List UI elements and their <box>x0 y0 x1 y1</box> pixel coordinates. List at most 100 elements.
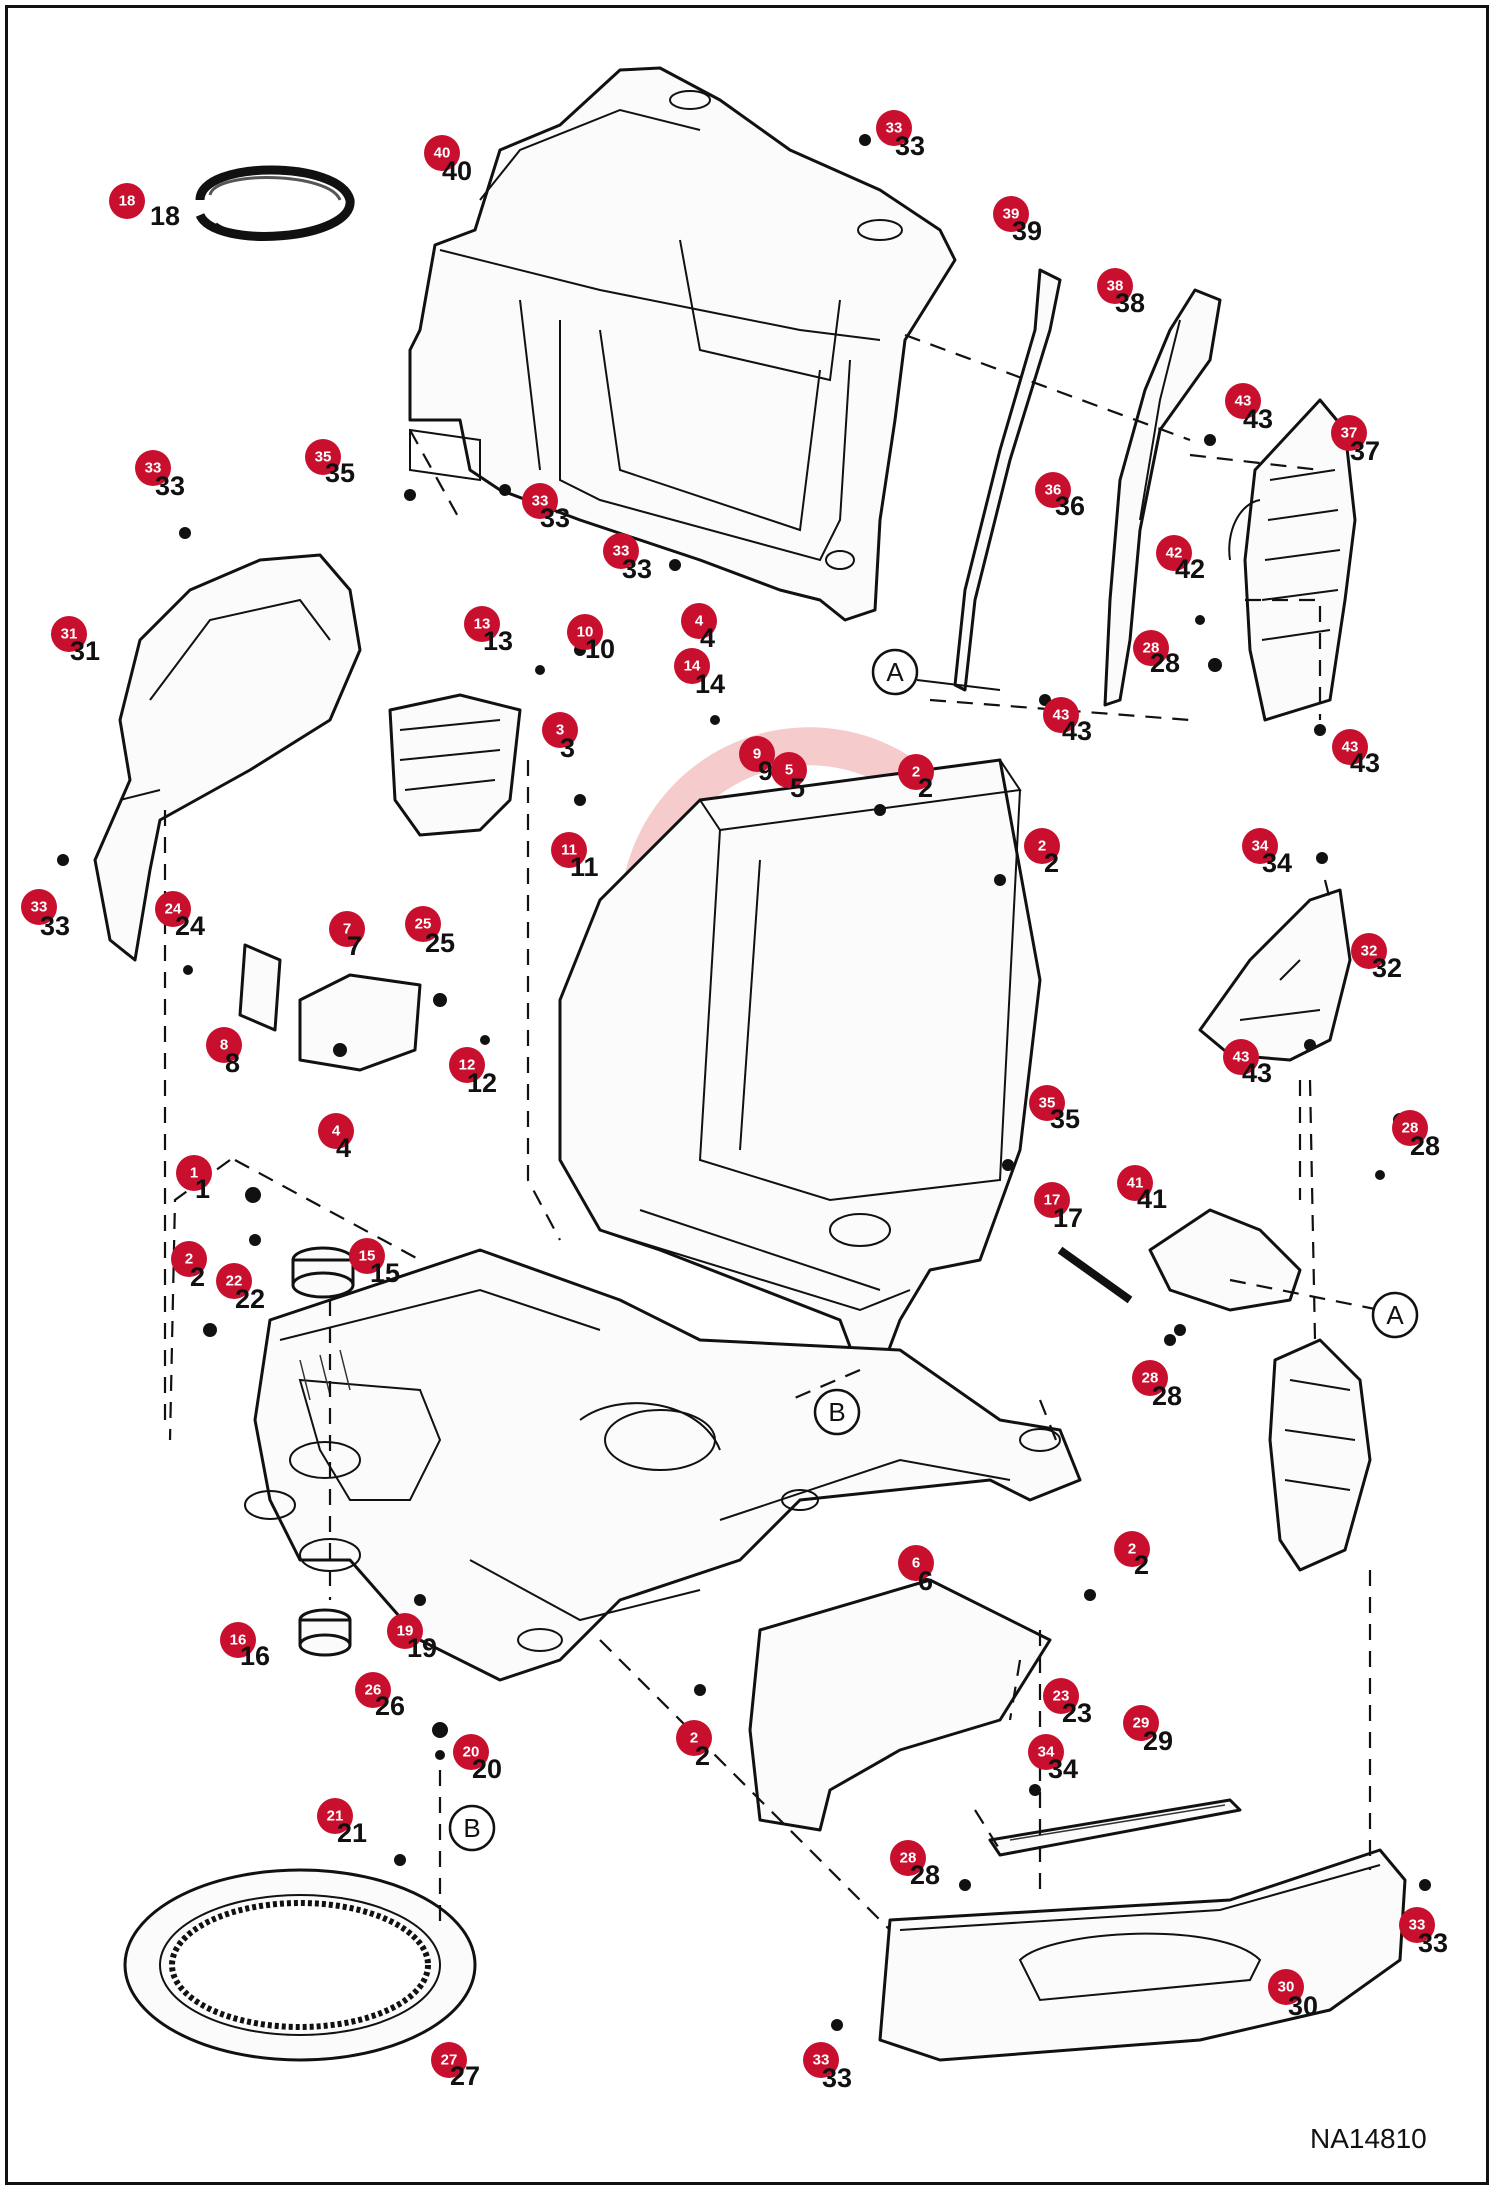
callout-number-43: 43 <box>1242 1058 1272 1088</box>
callout-number-4: 4 <box>336 1133 351 1163</box>
callout-number-18: 18 <box>150 201 180 231</box>
callout-badge-40: 40 <box>424 135 460 171</box>
callout-number-33: 33 <box>40 911 70 941</box>
callout-badge-label: 32 <box>1361 943 1378 960</box>
callout-badge-27: 27 <box>431 2042 467 2078</box>
callout-badge-label: 35 <box>315 449 332 466</box>
callout-number-28: 28 <box>1152 1381 1182 1411</box>
callout-badge-circle <box>424 135 460 171</box>
callout-number-10: 10 <box>585 634 615 664</box>
callout-badge-33: 33 <box>603 533 639 569</box>
callout-badge-22: 22 <box>216 1263 252 1299</box>
callout-badge-circle <box>1332 729 1368 765</box>
callout-badge-35: 35 <box>1029 1085 1065 1121</box>
callout-number-43: 43 <box>1243 404 1273 434</box>
part-32-right-fender <box>1198 888 1352 1062</box>
part-29-step-plate <box>988 1798 1242 1857</box>
callout-badge-circle <box>1029 1085 1065 1121</box>
callout-badge-label: 27 <box>441 2052 458 2069</box>
callout-badge-circle <box>431 2042 467 2078</box>
ref-a-upper-line <box>916 679 1001 691</box>
callout-badge-circle <box>898 754 934 790</box>
callout-number-40: 40 <box>442 156 472 186</box>
callout-badge-circle <box>1242 828 1278 864</box>
part-41-bracket <box>1148 1208 1302 1312</box>
callout-badge-16: 16 <box>220 1622 256 1658</box>
callout-badge-14: 14 <box>674 648 710 684</box>
callout-badge-circle <box>681 603 717 639</box>
callout-number-19: 19 <box>407 1633 437 1663</box>
callout-number-12: 12 <box>467 1068 497 1098</box>
callout-badge-circle <box>1351 933 1387 969</box>
callout-badge-15: 15 <box>349 1238 385 1274</box>
callout-badge-circle <box>674 648 710 684</box>
callout-badge-label: 37 <box>1341 425 1358 442</box>
callout-number-23: 23 <box>1062 1698 1092 1728</box>
callout-badge-circle <box>542 712 578 748</box>
callout-number-28: 28 <box>1150 648 1180 678</box>
callout-number-21: 21 <box>337 1818 367 1848</box>
svg-text:B: B <box>463 1813 480 1843</box>
callout-badge-9: 9 <box>739 736 775 772</box>
callout-badge-43: 43 <box>1223 1039 1259 1075</box>
callout-badge-circle <box>876 110 912 146</box>
callout-number-22: 22 <box>235 1284 265 1314</box>
callout-badge-label: 28 <box>1402 1120 1419 1137</box>
callout-number-6: 6 <box>918 1566 933 1596</box>
callout-badge-29: 29 <box>1123 1705 1159 1741</box>
callout-badge-label: 33 <box>145 460 162 477</box>
callout-number-33: 33 <box>155 471 185 501</box>
callout-badge-circle <box>317 1798 353 1834</box>
callout-number-8: 8 <box>225 1048 240 1078</box>
callout-badge-label: 2 <box>1128 1541 1136 1558</box>
callout-badge-label: 41 <box>1127 1175 1144 1192</box>
callout-badge-2: 2 <box>171 1241 207 1277</box>
callout-badge-label: 28 <box>1142 1370 1159 1387</box>
callout-number-34: 34 <box>1048 1754 1078 1784</box>
callout-badge-label: 42 <box>1166 545 1183 562</box>
callout-badge-label: 29 <box>1133 1715 1150 1732</box>
callout-badge-label: 6 <box>912 1555 920 1572</box>
callout-badge-28: 28 <box>1132 1360 1168 1396</box>
callout-number-30: 30 <box>1288 1991 1318 2021</box>
callout-badge-2: 2 <box>898 754 934 790</box>
part-base-chassis <box>244 1248 1082 1682</box>
callout-number-11: 11 <box>570 852 599 882</box>
part-7-cover-bracket <box>298 973 422 1072</box>
callout-badge-41: 41 <box>1117 1165 1153 1201</box>
svg-text:B: B <box>828 1397 845 1427</box>
callout-badge-43: 43 <box>1043 697 1079 733</box>
part-31-left-fender <box>93 553 362 962</box>
callout-badge-33: 33 <box>1399 1907 1435 1943</box>
callout-badge-28: 28 <box>1133 630 1169 666</box>
callout-number-42: 42 <box>1175 554 1205 584</box>
part-39-pillar-strip <box>953 268 1062 692</box>
part-8-bracket <box>238 943 282 1032</box>
callout-number-4: 4 <box>700 623 715 653</box>
callout-badge-circle <box>676 1720 712 1756</box>
callout-number-2: 2 <box>695 1741 710 1771</box>
callout-number-43: 43 <box>1350 748 1380 778</box>
callout-badge-circle <box>1024 828 1060 864</box>
callout-number-35: 35 <box>325 458 355 488</box>
callout-number-15: 15 <box>370 1258 400 1288</box>
callout-number-33: 33 <box>622 554 652 584</box>
callout-badge-label: 2 <box>185 1251 193 1268</box>
callout-badge-12: 12 <box>449 1047 485 1083</box>
callout-badge-label: 31 <box>61 626 78 643</box>
callout-badge-label: 15 <box>359 1248 376 1265</box>
callout-badge-circle <box>1097 268 1133 304</box>
callout-badge-label: 1 <box>190 1165 198 1182</box>
callout-badge-11: 11 <box>551 832 587 868</box>
callout-badge-circle <box>449 1047 485 1083</box>
callout-badge-label: 21 <box>327 1808 344 1825</box>
callout-number-1: 1 <box>195 1174 210 1204</box>
callout-number-25: 25 <box>425 928 455 958</box>
callout-number-20: 20 <box>472 1754 502 1784</box>
callout-badge-1: 1 <box>176 1155 212 1191</box>
part-30-counterweight <box>878 1848 1407 2062</box>
callout-badge-circle <box>1223 1039 1259 1075</box>
callout-number-2: 2 <box>1044 848 1059 878</box>
callout-number-33: 33 <box>1418 1928 1448 1958</box>
